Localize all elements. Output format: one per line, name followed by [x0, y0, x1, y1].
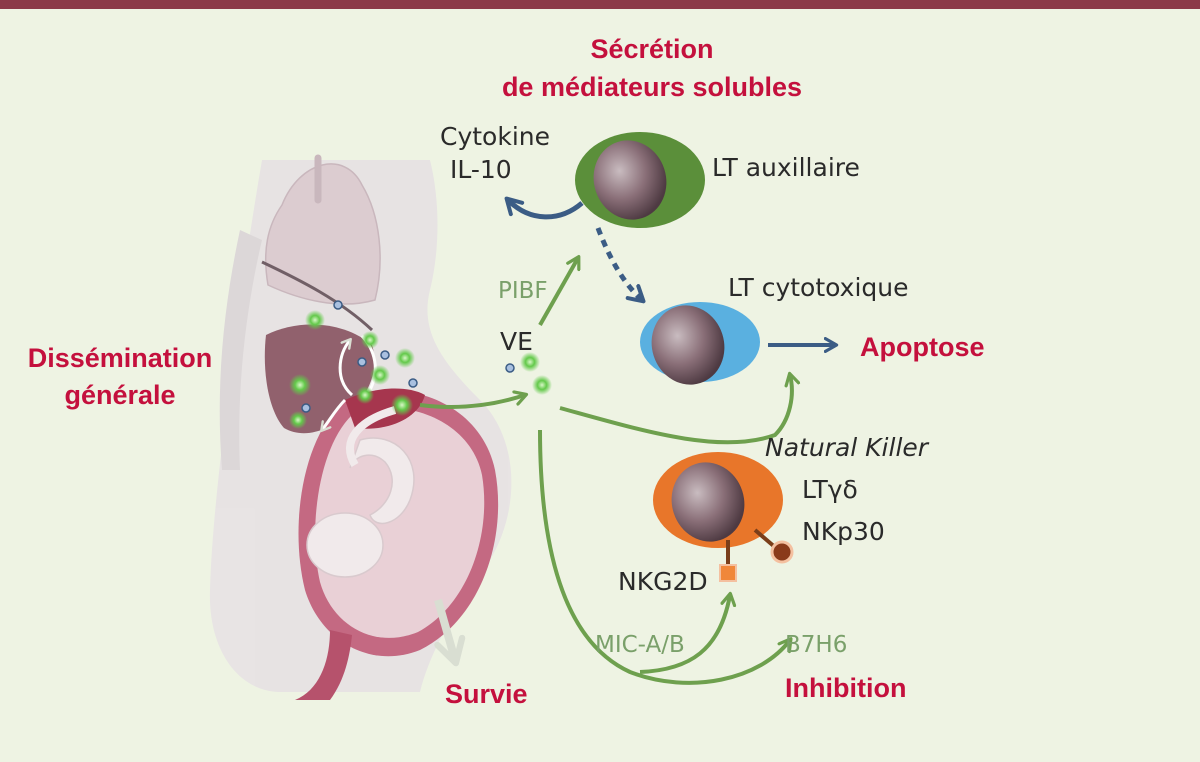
- dissemination-label-line1: Dissémination: [28, 343, 213, 373]
- arrow-ve-to-apoptosis: [559, 371, 801, 445]
- cytotoxic-t-cell: [640, 302, 760, 385]
- lt-gamma-delta-label: LTγδ: [802, 475, 858, 504]
- secretion-title-line1: Sécrétion: [590, 34, 713, 64]
- il10-label: IL-10: [450, 155, 512, 184]
- arrow-helper-to-cytotoxic: [595, 227, 646, 304]
- inhibition-label: Inhibition: [785, 673, 906, 703]
- secretion-title-line2: de médiateurs solubles: [502, 72, 802, 102]
- b7h6-label: B7H6: [785, 632, 847, 658]
- vesicles-in-body: [289, 300, 418, 429]
- cytokine-label: Cytokine: [440, 122, 550, 151]
- diaphragm-band: [261, 260, 374, 332]
- helper-t-cell: [575, 132, 705, 228]
- survie-label: Survie: [445, 679, 528, 709]
- dissemination-arrow: [338, 337, 354, 397]
- natural-killer-label: Natural Killer: [765, 433, 930, 462]
- umbilical-cord: [346, 406, 397, 468]
- fetus-body: [349, 437, 415, 525]
- pibf-label: PIBF: [498, 278, 548, 304]
- nkg2d-label: NKG2D: [618, 567, 708, 596]
- top-bar: [0, 0, 1200, 9]
- mica-b-label: MIC-A/B: [595, 632, 685, 658]
- arrow-to-ve: [419, 390, 529, 409]
- dissemination-label-line2: générale: [64, 380, 175, 410]
- arrow-pibf-to-helper: [538, 255, 581, 326]
- nkg2d-receptor: [719, 564, 737, 582]
- fetus-head: [306, 512, 384, 578]
- apoptose-label: Apoptose: [860, 332, 985, 362]
- ve-label: VE: [500, 327, 533, 356]
- lt-cytotoxique-label: LT cytotoxique: [728, 273, 909, 302]
- lt-auxillaire-label: LT auxillaire: [712, 153, 860, 182]
- nkp30-receptor: [770, 540, 794, 564]
- pregnant-woman-illustration: [209, 154, 512, 700]
- arrow-helper-to-il10: [504, 196, 584, 220]
- survival-arrow: [434, 598, 466, 667]
- uterus-interior: [315, 407, 485, 638]
- cervix-canal: [295, 630, 352, 700]
- nkp30-label: NKp30: [802, 517, 885, 546]
- extracellular-vesicles: [505, 352, 552, 395]
- natural-killer-cell: [653, 452, 794, 582]
- dissemination-arrow-3: [320, 398, 347, 433]
- arrow-to-nkg2d: [639, 591, 737, 674]
- left-arm: [219, 230, 262, 470]
- arrow-ve-down: [538, 429, 793, 685]
